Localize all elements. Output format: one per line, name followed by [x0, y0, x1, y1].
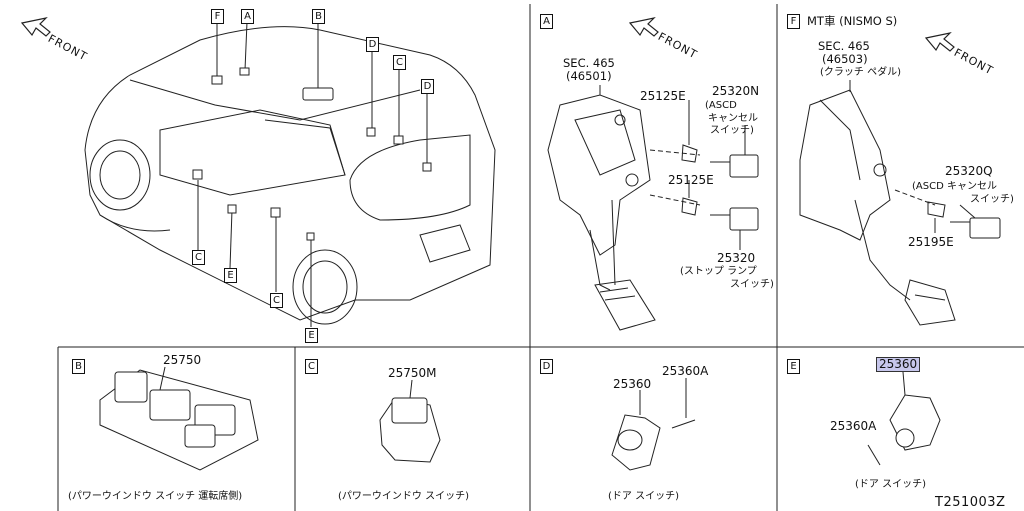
- panel-caption-d: (ドア スイッチ): [608, 491, 679, 502]
- front-arrows: [20, 17, 955, 52]
- panel-tag-c: C: [305, 359, 318, 374]
- panel-caption-e: (ドア スイッチ): [855, 479, 926, 490]
- figure-code: T251003Z: [935, 495, 1006, 510]
- door-switch-d: [611, 378, 696, 471]
- part-desc: スイッチ): [970, 194, 1014, 205]
- part-number: 25320Q: [945, 164, 993, 178]
- callout-tag: E: [305, 328, 318, 343]
- part-number: 25360A: [830, 419, 877, 433]
- part-number: 25750: [163, 353, 202, 367]
- part-desc: (ASCD: [705, 100, 737, 111]
- panel-caption-b: (パワーウインドウ スイッチ 運転席側): [68, 491, 243, 502]
- part-number-highlighted: 25360: [876, 357, 921, 372]
- part-number: 25320N: [712, 84, 760, 98]
- sec-ref-f: SEC. 465: [818, 39, 870, 53]
- callout-tag: A: [241, 9, 254, 24]
- vehicle-outline: [84, 21, 496, 327]
- door-switch-e: [867, 371, 941, 466]
- sec-ref-f-desc: (クラッチ ペダル): [820, 67, 901, 78]
- callout-tag: D: [421, 79, 434, 94]
- callout-tag: C: [270, 293, 283, 308]
- window-switch-master: [99, 366, 259, 471]
- callout-tag: E: [224, 268, 237, 283]
- callout-tag: D: [366, 37, 379, 52]
- panel-tag-f: F: [787, 14, 800, 29]
- callout-tag: F: [211, 9, 224, 24]
- part-desc: スイッチ): [730, 279, 774, 290]
- part-number: 25195E: [908, 235, 954, 249]
- sec-ref-f-sub: (46503): [822, 52, 868, 66]
- switch-locations: [192, 67, 432, 241]
- sec-ref-a: SEC. 465: [563, 56, 615, 70]
- callout-tag: C: [192, 250, 205, 265]
- sec-ref-a-sub: (46501): [566, 69, 612, 83]
- part-desc: (ASCD キャンセル: [912, 181, 997, 192]
- part-number: 25320: [717, 251, 756, 265]
- panel-title-f: MT車 (NISMO S): [807, 14, 898, 28]
- panel-tag-d: D: [540, 359, 553, 374]
- part-desc: (ストップ ランプ: [680, 266, 757, 277]
- panel-tag-b: B: [72, 359, 85, 374]
- callout-tag: B: [312, 9, 325, 24]
- part-number: 25360: [613, 377, 652, 391]
- pedal-assembly-a: [547, 85, 759, 331]
- panel-tag-a: A: [540, 14, 553, 29]
- panel-tag-e: E: [787, 359, 800, 374]
- callout-tag: C: [393, 55, 406, 70]
- part-number: 25360A: [662, 364, 709, 378]
- window-switch-passenger: [379, 379, 441, 463]
- panel-grid: [57, 4, 1024, 511]
- part-desc: キャンセル: [708, 113, 758, 124]
- part-number: 25750M: [388, 366, 437, 380]
- pedal-assembly-f: [799, 80, 1001, 326]
- part-number: 25125E: [668, 173, 714, 187]
- panel-caption-c: (パワーウインドウ スイッチ): [338, 491, 469, 502]
- part-number: 25125E: [640, 89, 686, 103]
- part-desc: スイッチ): [710, 125, 754, 136]
